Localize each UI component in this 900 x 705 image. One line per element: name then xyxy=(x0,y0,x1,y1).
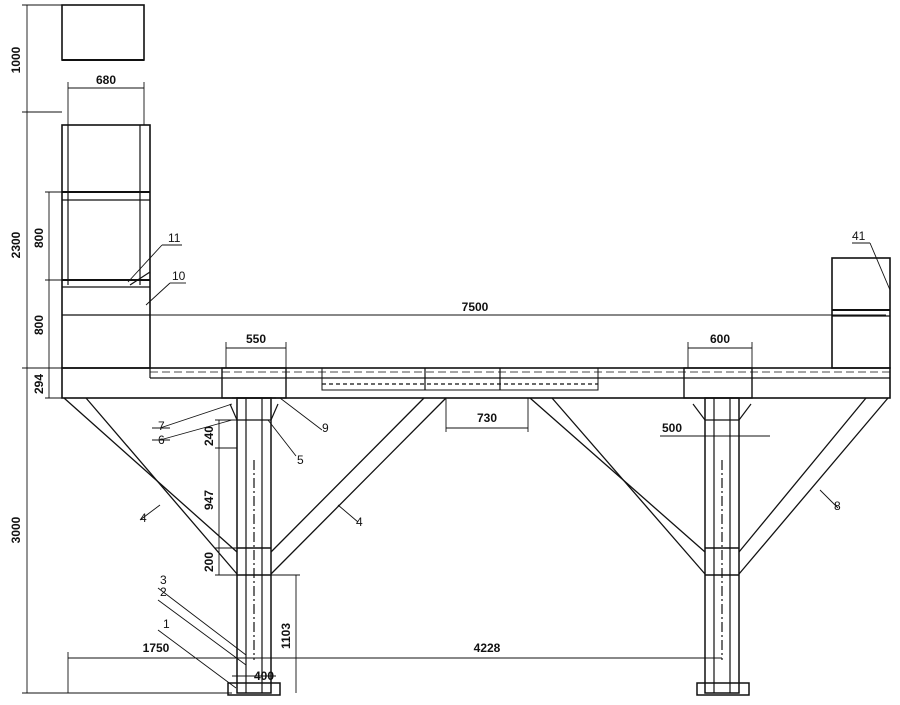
left-column xyxy=(227,397,281,696)
dim-1103: 1103 xyxy=(279,623,293,649)
part-label-5: 5 xyxy=(297,453,304,467)
part-label-6: 6 xyxy=(158,433,165,447)
left-tower xyxy=(61,4,151,369)
dim-3000: 3000 xyxy=(9,516,23,543)
part-label-10: 10 xyxy=(172,269,186,283)
dim-730: 730 xyxy=(477,411,497,425)
right-column xyxy=(692,397,752,696)
dim-947: 947 xyxy=(202,490,216,510)
dim-7500: 7500 xyxy=(462,300,489,314)
part-label-7: 7 xyxy=(158,419,165,433)
dim-4228: 4228 xyxy=(474,641,501,655)
dim-1750: 1750 xyxy=(143,641,170,655)
part-label-11: 11 xyxy=(168,231,181,245)
dim-1000: 1000 xyxy=(9,46,23,73)
dim-240: 240 xyxy=(202,426,216,446)
dimension-lines xyxy=(22,4,886,694)
part-label-9: 9 xyxy=(322,421,329,435)
dim-500: 500 xyxy=(662,421,682,435)
part-label-8: 8 xyxy=(834,499,841,513)
part-label-1: 1 xyxy=(163,617,170,631)
dim-800-upper: 800 xyxy=(32,228,46,248)
leader-lines xyxy=(127,242,891,689)
dim-294: 294 xyxy=(32,374,46,394)
main-deck xyxy=(61,367,891,399)
dim-550: 550 xyxy=(246,332,266,346)
part-label-2: 2 xyxy=(160,585,167,599)
part-label-4-center: 4 xyxy=(356,515,363,529)
dim-680: 680 xyxy=(96,73,116,87)
braces xyxy=(63,397,889,575)
part-label-4-left: 4 xyxy=(140,511,147,525)
part-label-41: 41 xyxy=(852,229,866,243)
dim-200: 200 xyxy=(202,552,216,572)
dim-800-lower: 800 xyxy=(32,315,46,335)
part-label-3: 3 xyxy=(160,573,167,587)
right-tower xyxy=(831,257,891,369)
dim-400: 400 xyxy=(254,669,274,683)
dim-2300: 2300 xyxy=(9,231,23,258)
dim-600: 600 xyxy=(710,332,730,346)
